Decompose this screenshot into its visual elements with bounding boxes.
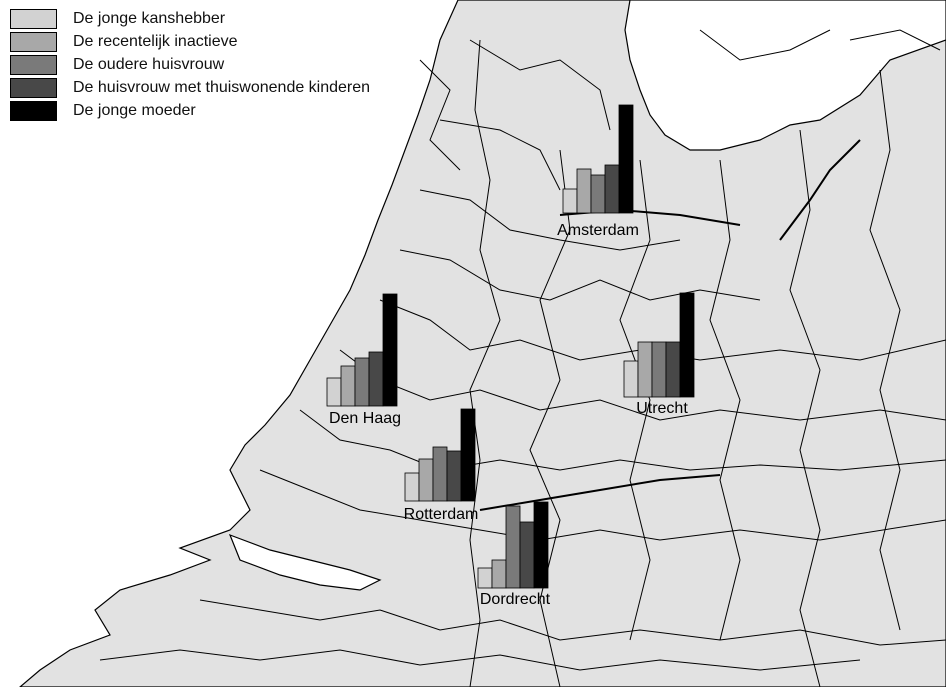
- chart-bar: [576, 168, 592, 214]
- chart-bar: [637, 341, 653, 398]
- legend-swatch: [10, 32, 57, 52]
- city-label-rotterdam: Rotterdam: [404, 506, 479, 523]
- legend-swatch: [10, 78, 57, 98]
- chart-bar: [618, 104, 634, 214]
- city-charts: [326, 104, 695, 589]
- lake-ijsselmeer: [624, 0, 946, 151]
- river-estuary: [228, 533, 382, 591]
- chart-bar: [651, 341, 667, 398]
- chart-bar: [340, 365, 356, 407]
- chart-bar: [590, 174, 606, 214]
- chart-bar: [519, 521, 535, 589]
- river-lek: [479, 474, 721, 511]
- municipality-borders: [99, 29, 946, 687]
- chart-bar: [477, 567, 493, 589]
- chart-bar: [533, 501, 549, 589]
- city-label-amsterdam: Amsterdam: [557, 222, 639, 239]
- city-label-utrecht: Utrecht: [636, 400, 688, 417]
- city-label-dordrecht: Dordrecht: [480, 591, 551, 608]
- chart-bar: [432, 446, 448, 502]
- chart-bar: [505, 505, 521, 589]
- chart-bar: [679, 292, 695, 398]
- chart-bar: [604, 164, 620, 214]
- river-ijssel: [779, 139, 861, 241]
- legend-label: De huisvrouw met thuiswonende kinderen: [73, 79, 371, 96]
- chart-bar: [354, 357, 370, 407]
- chart-bar: [623, 360, 639, 398]
- map-background: [19, 0, 946, 687]
- chart-bar: [368, 351, 384, 407]
- chart-bar: [404, 472, 420, 502]
- legend-label: De recentelijk inactieve: [73, 33, 238, 50]
- chart-bar: [491, 559, 507, 589]
- legend-label: De jonge moeder: [73, 102, 196, 119]
- chart-bar: [418, 458, 434, 502]
- legend-label: De jonge kanshebber: [73, 10, 226, 27]
- legend-label: De oudere huisvrouw: [73, 56, 225, 73]
- city-label-den-haag: Den Haag: [329, 410, 401, 427]
- chart-bar: [326, 377, 342, 407]
- chart-bar: [460, 408, 476, 502]
- chart-bar: [382, 293, 398, 407]
- legend-swatch: [10, 9, 57, 29]
- land-area: [19, 0, 946, 687]
- chart-bar: [562, 188, 578, 214]
- legend-swatch: [10, 55, 57, 75]
- chart-bar: [665, 341, 681, 398]
- chart-bar: [446, 450, 462, 502]
- city-labels: Amsterdam Den Haag Utrecht Rotterdam Dor…: [329, 222, 688, 608]
- legend-swatch: [10, 101, 57, 121]
